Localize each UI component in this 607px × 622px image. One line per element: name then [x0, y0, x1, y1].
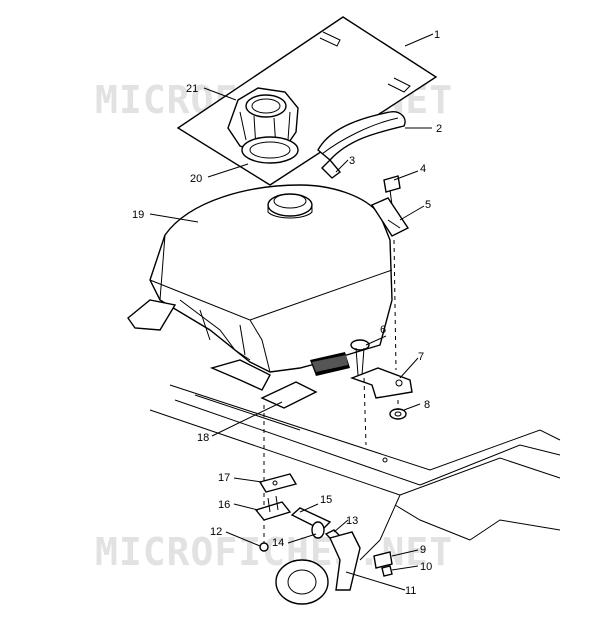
part-16-bracket — [254, 495, 292, 521]
part-7-mount-bracket — [349, 367, 413, 399]
part-11-strap-bracket — [275, 531, 361, 605]
callout-12: 12 — [210, 526, 222, 538]
leader-lines — [149, 33, 434, 591]
frame-rails — [149, 384, 561, 561]
part-2-vent-hose — [317, 111, 406, 161]
callout-10: 10 — [420, 561, 432, 573]
part-20-cap-gasket — [241, 136, 299, 164]
callout-4: 4 — [420, 163, 426, 175]
callout-8: 8 — [424, 399, 430, 411]
part-8-grommet — [389, 408, 407, 420]
part-12-washer — [259, 542, 269, 552]
callout-20: 20 — [190, 173, 202, 185]
callout-6: 6 — [380, 324, 386, 336]
callout-7: 7 — [418, 351, 424, 363]
callout-labels: 1 2 3 4 5 6 7 8 9 10 11 12 13 14 15 16 1… — [132, 29, 442, 597]
part-21-fuel-cap — [227, 87, 299, 153]
callout-16: 16 — [218, 499, 230, 511]
callout-2: 2 — [436, 123, 442, 135]
callout-18: 18 — [197, 432, 209, 444]
part-10-screw — [381, 565, 393, 577]
part-17-plate — [258, 473, 298, 493]
part-18-tank-pad — [260, 381, 318, 409]
part-15-pin — [290, 507, 332, 531]
callout-11: 11 — [405, 585, 416, 597]
callout-17: 17 — [218, 472, 230, 484]
callout-5: 5 — [425, 199, 431, 211]
callout-14: 14 — [272, 537, 284, 549]
callout-19: 19 — [132, 209, 144, 221]
callout-21: 21 — [186, 83, 198, 95]
watermark-bottom: MICROFICHES.NET — [95, 530, 453, 574]
part-9-clip — [373, 551, 393, 569]
callout-15: 15 — [320, 494, 332, 506]
part-5-bracket — [370, 197, 410, 237]
callout-1: 1 — [434, 29, 440, 41]
callout-9: 9 — [420, 544, 426, 556]
part-19-fuel-tank — [127, 184, 393, 391]
callout-13: 13 — [346, 515, 358, 527]
assembly-lines — [263, 239, 399, 545]
part-3-vent-fitting — [321, 158, 342, 179]
part-6-bolt — [350, 339, 370, 376]
part-14-spacer — [311, 521, 325, 539]
callout-3: 3 — [349, 155, 355, 167]
